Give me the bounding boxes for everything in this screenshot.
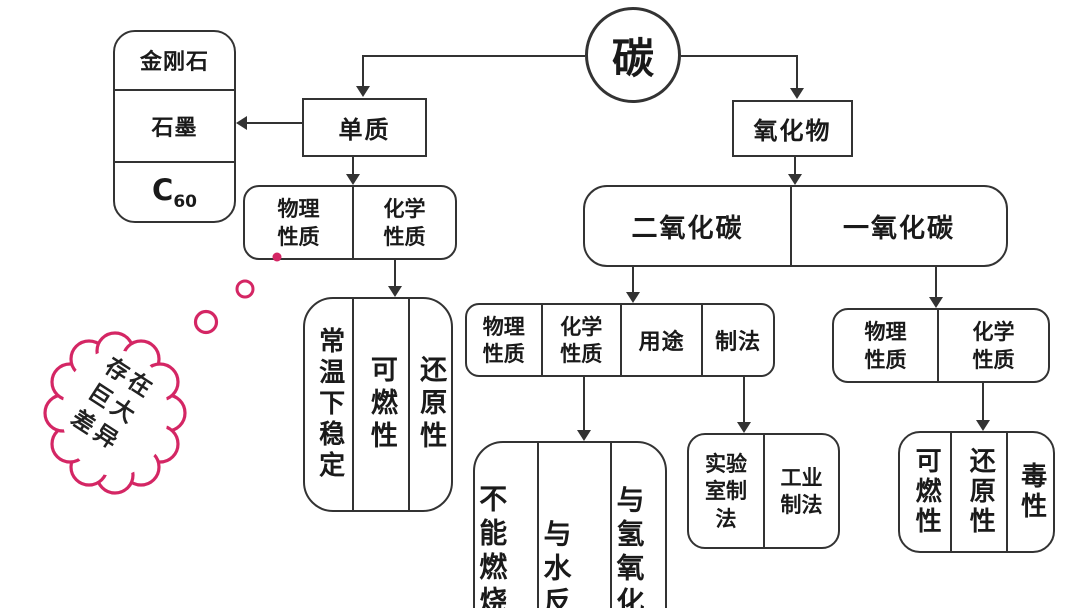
c-chemical-props: 化学性质	[351, 187, 455, 258]
co-reducibility-label: 还原性	[965, 447, 996, 537]
node-co-properties: 物理性质 化学性质	[832, 308, 1050, 383]
co2-uses-label: 用途	[638, 329, 685, 355]
c-physical-label: 物理性质	[277, 196, 320, 249]
arrow-down-icon	[790, 88, 804, 99]
c-chem-stability: 常温下稳定	[305, 299, 352, 510]
co-chemical-props: 化学性质	[937, 310, 1048, 381]
co2-chemical-label: 化学性质	[560, 313, 603, 366]
no-combustion-label: 不能燃烧不	[475, 484, 509, 608]
co-physical-label: 物理性质	[864, 319, 907, 372]
thought-bubble-cloud	[43, 252, 282, 495]
connector-root-left	[363, 55, 585, 57]
co2-preparation-label: 制法	[715, 329, 762, 355]
arrow-down-icon	[788, 174, 802, 185]
co-chem-toxicity: 毒性	[1006, 433, 1053, 551]
node-c-chem-items: 常温下稳定 可燃性 还原性	[303, 297, 453, 512]
connector-danzhi-props	[352, 157, 354, 176]
danzhi-label: 单质	[338, 115, 391, 144]
co2-uses: 用途	[619, 305, 701, 375]
co2-chem-water: 与水反应	[537, 443, 610, 608]
co-chemical-label: 化学性质	[972, 319, 1015, 372]
flammability-label: 可燃性	[365, 355, 397, 454]
node-c-properties: 物理性质 化学性质	[243, 185, 457, 260]
c60-label: C60	[152, 172, 197, 212]
co2-preparation: 制法	[701, 305, 773, 375]
connector-down-danzhi	[362, 55, 364, 87]
co2-label: 二氧化碳	[631, 213, 744, 244]
c-physical-props: 物理性质	[245, 187, 352, 258]
co-toxicity-label: 毒性	[1016, 462, 1047, 522]
arrow-down-icon	[626, 292, 640, 303]
arrow-left-icon	[236, 116, 247, 130]
connector-co2chem-items	[583, 377, 585, 432]
co-chem-reducibility: 还原性	[950, 433, 1006, 551]
co2-chem-no-combustion: 不能燃烧不	[475, 443, 537, 608]
node-carbon: 碳	[585, 7, 681, 103]
diamond-label: 金刚石	[139, 49, 209, 76]
co2-chemical-props: 化学性质	[540, 305, 620, 375]
allotrope-diamond: 金刚石	[115, 32, 234, 89]
c-chem-flammability: 可燃性	[352, 299, 408, 510]
co2-chem-hydroxide: 与氢氧化钙	[610, 443, 665, 608]
node-co-chem-items: 可燃性 还原性 毒性	[898, 431, 1055, 553]
co-physical-props: 物理性质	[834, 310, 937, 381]
c-chemical-label: 化学性质	[383, 196, 426, 249]
node-co2-preparation-methods: 实验室制法 工业制法	[687, 433, 840, 549]
allotrope-graphite: 石墨	[115, 88, 234, 162]
connector-down-oxides	[796, 55, 798, 89]
co-flammability-label: 可燃性	[911, 447, 942, 537]
connector-co2-preparation	[743, 377, 745, 424]
node-co2-properties: 物理性质 化学性质 用途 制法	[465, 303, 775, 377]
water-reaction-label: 与水反应	[539, 519, 573, 608]
arrow-down-icon	[346, 174, 360, 185]
industrial-method-label: 工业制法	[780, 464, 823, 517]
co2-physical-label: 物理性质	[482, 313, 525, 366]
oxide-co2: 二氧化碳	[585, 187, 790, 265]
arrow-down-icon	[929, 297, 943, 308]
lab-method: 实验室制法	[689, 435, 763, 547]
oxide-co: 一氧化碳	[790, 187, 1006, 265]
arrow-down-icon	[577, 430, 591, 441]
connector-oxides-list	[794, 157, 796, 176]
co-label: 一氧化碳	[843, 213, 956, 244]
lab-method-label: 实验室制法	[704, 451, 747, 531]
node-oxide-list: 二氧化碳 一氧化碳	[583, 185, 1008, 267]
reducibility-label: 还原性	[415, 355, 447, 454]
node-oxides: 氧化物	[732, 100, 853, 157]
connector-cochem-items	[982, 383, 984, 422]
node-danzhi: 单质	[302, 98, 427, 157]
node-co2-chem-items: 不能燃烧不 与水反应 与氢氧化钙	[473, 441, 667, 608]
c-chem-reducibility: 还原性	[408, 299, 451, 510]
connector-danzhi-graphite	[247, 122, 302, 124]
stability-label: 常温下稳定	[314, 327, 345, 482]
hydroxide-reaction-label: 与氢氧化钙	[612, 485, 646, 608]
graphite-label: 石墨	[151, 115, 198, 142]
node-allotropes: 金刚石 石墨 C60	[113, 30, 236, 223]
connector-co-props	[935, 267, 937, 299]
node-carbon-label: 碳	[611, 33, 654, 83]
oxides-label: 氧化物	[753, 116, 832, 145]
connector-co2-props	[632, 267, 634, 294]
co2-physical-props: 物理性质	[467, 305, 541, 375]
arrow-down-icon	[356, 86, 370, 97]
connector-cchem-items	[394, 260, 396, 288]
arrow-down-icon	[976, 420, 990, 431]
industrial-method: 工业制法	[762, 435, 838, 547]
arrow-down-icon	[737, 422, 751, 433]
connector-root-right	[681, 55, 797, 57]
allotrope-c60: C60	[115, 161, 234, 221]
co-chem-flammability: 可燃性	[900, 433, 950, 551]
arrow-down-icon	[388, 286, 402, 297]
